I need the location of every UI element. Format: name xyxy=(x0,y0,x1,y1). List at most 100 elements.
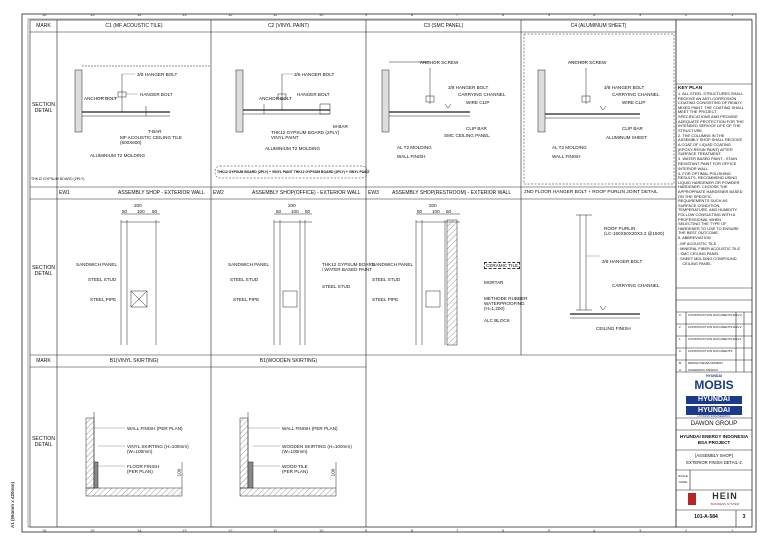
grid-number: 6 xyxy=(502,12,505,17)
hein-logo: HEIN xyxy=(712,491,738,501)
label: THK12 GYPSUM BOARD (2PLY) xyxy=(31,177,85,181)
client-label: HYUNDAI xyxy=(706,374,722,378)
label: 3/8 HANGER BOLT xyxy=(448,85,489,90)
revision-mark: 2 xyxy=(679,325,681,329)
grid-number: 12 xyxy=(228,528,233,533)
grid-number: 14 xyxy=(137,528,142,533)
grid-number: 3 xyxy=(639,12,642,17)
label: STEEL STUD xyxy=(88,277,117,282)
grid-number: 9 xyxy=(365,12,368,17)
note-item: CEILING PANEL xyxy=(678,260,712,266)
label: ALUMINIUM T2 MOLDING xyxy=(265,146,321,151)
hein-sub: BUSINESS SYSTEM xyxy=(710,502,740,506)
label: T-BAR xyxy=(148,129,162,134)
label: AL T2 MOLDING xyxy=(552,145,587,150)
purlin-joint-title: 2ND FLOOR HANGER BOLT + ROOF PURLIN JOIN… xyxy=(524,190,658,195)
note-item: - SMC CEILING PANEL xyxy=(678,250,720,256)
c3-title: C3 (SMC PANEL) xyxy=(423,23,464,29)
grid-number: 13 xyxy=(182,12,187,17)
label: CARRYING CHANNEL xyxy=(458,92,506,97)
note-cloud: THK12 GYPSUM BOARD (2PLY) + VINYL PAINT … xyxy=(217,170,370,174)
c2-title: C2 (VINYL PAINT) xyxy=(267,23,310,29)
revision-desc: CONSTRUCTION DOCUMENTS REV.2 xyxy=(688,325,742,329)
revision-desc: CONSTRUCTION DOCUMENTS xyxy=(688,349,733,353)
mark-header: MARK xyxy=(36,358,51,364)
note-item: 1. ALL STEEL STRUCTURES SHALL RECEIVE AN… xyxy=(678,91,744,133)
label: (LC-150X50X20X3.2 @1500) xyxy=(604,231,665,236)
label: WIRE CLIP xyxy=(622,100,646,105)
ew2-mark: EW2 xyxy=(213,190,224,196)
label: ROOF PURLIN xyxy=(604,226,636,231)
drawing-title: EXTERIOR FINISH DETAIL-2 xyxy=(686,460,742,465)
dimension: 100 xyxy=(137,209,145,214)
drawing-number: 101-A-584 xyxy=(694,514,718,520)
dimension: 100 xyxy=(432,209,440,214)
revision-desc: CONSTRUCTION DOCUMENTS REV.1 xyxy=(688,337,742,341)
ew2-title: ASSEMBLY SHOP(OFFICE) - EXTERIOR WALL xyxy=(252,190,361,196)
label: WALL FINISH (PER PLAN) xyxy=(282,426,338,431)
label: 3/8 HANGER BOLT xyxy=(602,259,643,264)
revision-mark: 0 xyxy=(679,349,681,353)
revision-mark: 1 xyxy=(679,337,681,341)
label: 3/8 HANGER BOLT xyxy=(604,85,645,90)
label: CLIP BAR xyxy=(466,126,487,131)
b1-vinyl-title: B1(VINYL SKIRTING) xyxy=(109,358,159,364)
grid-number: 6 xyxy=(502,528,505,533)
label: WIRE CLIP xyxy=(466,100,490,105)
label: STEEL STUD xyxy=(322,284,351,289)
label: WALL FINISH xyxy=(397,154,426,159)
hein-logo-mark xyxy=(688,493,696,505)
label: SMC CEILING PANEL xyxy=(444,133,490,138)
label: CERAMIC TILE xyxy=(484,262,521,269)
label: STEEL PIPE xyxy=(372,297,399,302)
label: CARRYING CHANNEL xyxy=(612,283,660,288)
grid-number: 9 xyxy=(365,528,368,533)
revision-mark: 3 xyxy=(679,313,681,317)
label: (W=100mm) xyxy=(282,449,308,454)
label: ALUMINIUM T2 MOLDING xyxy=(90,153,146,158)
dimension: 100 xyxy=(176,468,182,477)
grid-number: 1 xyxy=(731,528,734,533)
label: FLOOR FINISH xyxy=(127,464,160,469)
revision-mark: B xyxy=(679,361,682,365)
grid-number: 11 xyxy=(273,12,278,17)
label: WALL FINISH xyxy=(552,154,581,159)
grid-number: 5 xyxy=(548,528,551,533)
daewon-logo: DAWON GROUP xyxy=(690,421,738,427)
label: THK12 GYPSUM BOARD (2PLY) xyxy=(271,130,340,135)
label: ANCHOR BOLT xyxy=(259,96,292,101)
label: ANCHOR BOLT xyxy=(84,96,117,101)
revision-desc: DESIGN DEVELOPMENT xyxy=(688,361,724,365)
sheet-size-label: A1 (594mm x 420mm) xyxy=(10,481,15,528)
drawing-area: [ASSEMBLY SHOP] xyxy=(695,453,733,458)
grid-number: 4 xyxy=(593,528,596,533)
grid-number: 12 xyxy=(228,12,233,17)
hyundai-logo: HYUNDAI xyxy=(698,396,730,403)
b1-wooden-title: B1(WOODEN SKIRTING) xyxy=(259,358,318,364)
dimension: 50 xyxy=(122,209,128,214)
grid-number: 7 xyxy=(456,528,459,533)
label: (600X600) xyxy=(120,140,142,145)
revision-desc: SCHEMATIC DESIGN xyxy=(688,368,718,372)
label: 3/8 HANGER BOLT xyxy=(294,72,335,77)
note-item: : SHEET MOLDING COMPOUND xyxy=(678,255,737,261)
dimension: 50 xyxy=(417,209,423,214)
hyundai-logo-bar xyxy=(686,396,742,404)
label: HANGER BOLT xyxy=(140,92,173,97)
ew1-title: ASSEMBLY SHOP - EXTERIOR WALL xyxy=(118,190,205,196)
label: WOODEN SKIRTING (H=100mm) xyxy=(282,444,352,449)
label: METHODE RUBBER xyxy=(484,296,528,301)
scale-label: SCALE xyxy=(678,474,688,478)
label: WALL FINISH (PER PLAN) xyxy=(127,426,183,431)
revision-number: 3 xyxy=(742,514,746,520)
label: VINYL SKIRTING (H=100mm) xyxy=(127,444,189,449)
grid-number: 15 xyxy=(90,528,95,533)
dimension: 50 xyxy=(152,209,158,214)
label: THK12 GYPSUM BOARD xyxy=(322,262,376,267)
label: MORTAR xyxy=(484,280,504,285)
